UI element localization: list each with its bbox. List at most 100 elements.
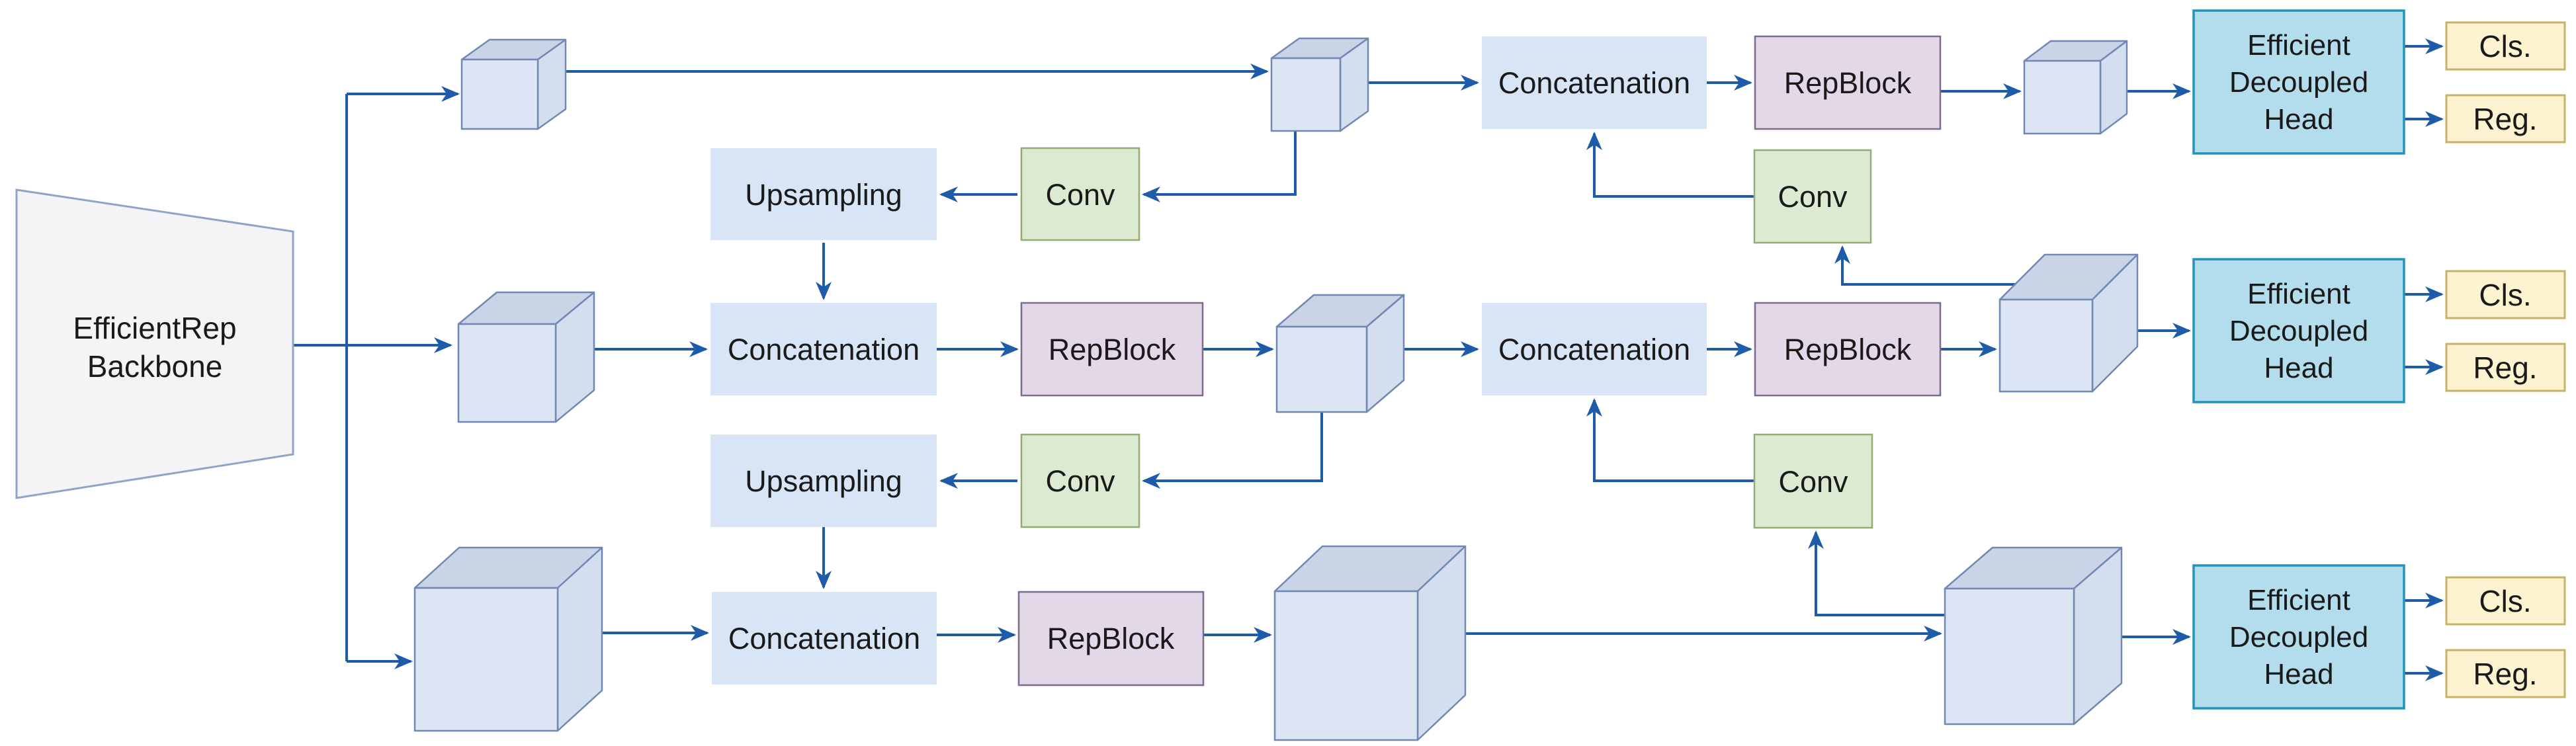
cube-front-face [1275, 325, 1368, 413]
conv-box [1020, 147, 1140, 241]
head-label-line1: Efficient [2247, 584, 2350, 616]
feature-cube-p4 [457, 291, 595, 423]
cls-label: Cls. [2479, 278, 2531, 312]
head-label-line2: Decoupled [2229, 621, 2368, 653]
connector-conv-mid-right-to-concat-mid2 [1586, 398, 1757, 482]
repblock-box [1020, 302, 1204, 397]
head-label-line2: Decoupled [2229, 66, 2368, 99]
repblock-label: RepBlock [1784, 333, 1912, 366]
concat-bottom: Concatenation [712, 592, 937, 684]
conv-label: Conv [1045, 464, 1115, 498]
concatenation-box [710, 303, 937, 395]
head-label-line1: Efficient [2247, 278, 2350, 310]
reg-box [2445, 94, 2566, 144]
cube-front-face [413, 587, 559, 732]
head-top: Efficient Decoupled Head [2192, 9, 2405, 155]
backbone-trapezoid [15, 188, 294, 499]
backbone-label-line1: EfficientRep [73, 311, 236, 345]
head-mid: Efficient Decoupled Head [2192, 258, 2405, 403]
head-label-line1: Efficient [2247, 29, 2350, 62]
concat-mid2: Concatenation [1482, 303, 1707, 395]
connectors [293, 38, 2444, 681]
feature-cube-p4-mid [1275, 294, 1405, 413]
head-bottom: Efficient Decoupled Head [2192, 564, 2405, 710]
head-box [2192, 9, 2405, 155]
concatenation-box [712, 592, 937, 684]
feature-cube-p3-mid [1273, 545, 1467, 741]
feature-cube-p4-out [1998, 253, 2139, 393]
upsampling-top: Upsampling [710, 148, 937, 240]
repblock-box [1754, 35, 1942, 130]
concat-top: Concatenation [1482, 36, 1707, 129]
concatenation-label: Concatenation [1498, 66, 1690, 100]
head-box [2192, 258, 2405, 403]
cls-box [2445, 21, 2566, 71]
cls-badge-top: Cls. [2445, 21, 2566, 71]
feature-cube-p5-out [2023, 40, 2128, 135]
upsampling-label: Upsampling [745, 178, 902, 212]
cube-front-face [1273, 590, 1419, 741]
cls-label: Cls. [2479, 29, 2531, 63]
reg-badge-bottom: Reg. [2445, 649, 2566, 698]
head-label-line2: Decoupled [2229, 315, 2368, 347]
cube-front-face [1944, 587, 2075, 725]
head-label-line3: Head [2264, 352, 2333, 384]
upsampling-box [710, 435, 937, 527]
conv-mid-right: Conv [1753, 433, 1873, 529]
repblock-top: RepBlock [1754, 35, 1942, 130]
conv-label: Conv [1045, 178, 1115, 212]
cube-front-face [457, 323, 557, 423]
connector-p5cube-to-conv-top-left [1142, 126, 1297, 202]
conv-box [1020, 433, 1140, 528]
feature-cube-p3 [413, 546, 603, 732]
conv-label: Conv [1778, 465, 1848, 499]
concat-mid1: Concatenation [710, 303, 937, 395]
reg-badge-top: Reg. [2445, 94, 2566, 144]
cube-front-face [1270, 57, 1342, 132]
feature-cube-p5-neck [1270, 37, 1369, 132]
conv-box [1753, 149, 1872, 244]
repblock-bottom: RepBlock [1017, 591, 1205, 686]
repblock-label: RepBlock [1784, 66, 1912, 100]
upsampling-box [710, 148, 937, 240]
connector-p4mid-cube-to-conv-mid-left [1142, 407, 1323, 489]
cls-badge-bottom: Cls. [2445, 576, 2566, 626]
repblock-box [1017, 591, 1205, 686]
backbone-block: EfficientRep Backbone [15, 188, 294, 499]
repblock-label: RepBlock [1049, 333, 1176, 366]
conv-mid-left: Conv [1020, 433, 1140, 528]
reg-box [2445, 649, 2566, 698]
cube-front-face [460, 58, 539, 130]
reg-label: Reg. [2473, 351, 2537, 385]
upsampling-label: Upsampling [745, 464, 902, 498]
connector-p3out-cube-to-conv-mid-right [1808, 530, 1958, 616]
head-box [2192, 564, 2405, 710]
feature-cube-p5 [460, 38, 567, 130]
cls-badge-mid: Cls. [2445, 270, 2566, 319]
concatenation-label: Concatenation [1498, 333, 1690, 366]
concatenation-box [1482, 303, 1707, 395]
reg-box [2445, 343, 2566, 392]
concatenation-box [1482, 36, 1707, 129]
cube-front-face [1998, 298, 2094, 393]
head-label-line3: Head [2264, 658, 2333, 690]
connector-conv-top-right-to-concat-top [1586, 132, 1757, 198]
cls-box [2445, 270, 2566, 319]
reg-label: Reg. [2473, 102, 2537, 136]
concatenation-label: Concatenation [728, 622, 920, 655]
reg-label: Reg. [2473, 657, 2537, 691]
concatenation-label: Concatenation [728, 333, 920, 366]
cls-box [2445, 576, 2566, 626]
repblock-mid1: RepBlock [1020, 302, 1204, 397]
conv-top-left: Conv [1020, 147, 1140, 241]
repblock-box [1754, 302, 1942, 397]
conv-top-right: Conv [1753, 149, 1872, 244]
head-label-line3: Head [2264, 103, 2333, 136]
upsampling-mid: Upsampling [710, 435, 937, 527]
repblock-mid2: RepBlock [1754, 302, 1942, 397]
feature-cube-p3-out [1944, 546, 2123, 725]
repblock-label: RepBlock [1047, 622, 1175, 655]
reg-badge-mid: Reg. [2445, 343, 2566, 392]
